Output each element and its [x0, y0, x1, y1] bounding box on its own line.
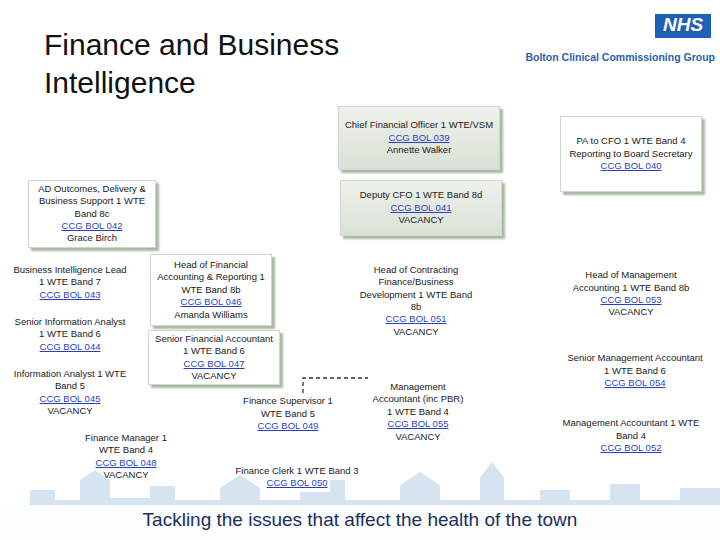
post-code: CCG BOL 049 — [258, 420, 319, 432]
role-box: Finance Manager 1 WTE Band 4CCG BOL 048V… — [74, 430, 178, 483]
dotted-reporting-line — [303, 378, 368, 393]
role-box: Senior Management Accountant 1 WTE Band … — [560, 350, 710, 392]
role-title: Management Accountant 1 WTE Band 4 — [562, 417, 700, 442]
nhs-logo-box — [655, 14, 711, 38]
post-holder: VACANCY — [191, 370, 236, 382]
post-code: CCG BOL 040 — [601, 160, 662, 172]
post-holder: VACANCY — [47, 405, 92, 417]
post-code: CCG BOL 045 — [40, 393, 101, 405]
role-box: Chief Financial Officer 1 WTE/VSMCCG BOL… — [338, 106, 500, 170]
post-holder: Grace Birch — [67, 232, 117, 244]
post-code: CCG BOL 047 — [184, 358, 245, 370]
footer-band — [0, 505, 720, 540]
role-title: Senior Management Accountant 1 WTE Band … — [564, 352, 706, 377]
role-title: Chief Financial Officer 1 WTE/VSM — [345, 119, 493, 131]
post-holder: VACANCY — [395, 431, 440, 443]
role-title: Finance Clerk 1 WTE Band 3 — [235, 465, 358, 477]
role-title: Business Intelligence Lead 1 WTE Band 7 — [12, 264, 128, 289]
role-title: Head of Financial Accounting & Reporting… — [155, 259, 267, 296]
role-box: Finance Clerk 1 WTE Band 3CCG BOL 050 — [222, 462, 372, 492]
post-code: CCG BOL 043 — [40, 289, 101, 301]
post-code: CCG BOL 054 — [605, 377, 666, 389]
post-holder: VACANCY — [393, 326, 438, 338]
role-title: Deputy CFO 1 WTE Band 8d — [360, 189, 483, 201]
post-holder: VACANCY — [103, 469, 148, 481]
role-title: Management Accountant (inc PBR) 1 WTE Ba… — [372, 381, 464, 418]
post-code: CCG BOL 041 — [391, 202, 452, 214]
role-title: Senior Financial Accountant 1 WTE Band 6 — [153, 333, 275, 358]
post-code: CCG BOL 046 — [181, 296, 242, 308]
role-title: PA to CFO 1 WTE Band 4 Reporting to Boar… — [565, 135, 697, 160]
role-title: Senior Information Analyst 1 WTE Band 6 — [12, 316, 128, 341]
role-box: Deputy CFO 1 WTE Band 8dCCG BOL 041VACAN… — [340, 180, 502, 236]
role-box: Management Accountant 1 WTE Band 4CCG BO… — [558, 414, 704, 458]
role-box: Head of Management Accounting 1 WTE Band… — [558, 262, 704, 326]
strapline: Tackling the issues that affect the heal… — [0, 509, 720, 531]
post-code: CCG BOL 051 — [386, 313, 447, 325]
role-title: Finance Supervisor 1 WTE Band 5 — [240, 395, 336, 420]
role-title: Head of Contracting Finance/Business Dev… — [359, 264, 473, 313]
post-code: CCG BOL 039 — [389, 132, 450, 144]
role-box: Senior Information Analyst 1 WTE Band 6C… — [8, 314, 132, 355]
post-holder: Amanda Williams — [174, 309, 247, 321]
post-code: CCG BOL 042 — [62, 220, 123, 232]
role-title: Head of Management Accounting 1 WTE Band… — [562, 269, 700, 294]
role-box: PA to CFO 1 WTE Band 4 Reporting to Boar… — [560, 116, 702, 192]
role-title: AD Outcomes, Delivery & Business Support… — [33, 183, 151, 220]
logo-text: NHS — [655, 14, 711, 36]
page-title: Finance and Business Intelligence — [44, 26, 374, 101]
role-box: Business Intelligence Lead 1 WTE Band 7C… — [8, 262, 132, 303]
skyline — [0, 462, 720, 540]
post-code: CCG BOL 050 — [267, 477, 328, 489]
post-code: CCG BOL 055 — [388, 418, 449, 430]
post-code: CCG BOL 053 — [601, 294, 662, 306]
role-box: Senior Financial Accountant 1 WTE Band 6… — [148, 330, 280, 385]
post-code: CCG BOL 048 — [96, 457, 157, 469]
role-title: Information Analyst 1 WTE Band 5 — [12, 368, 128, 393]
role-title: Finance Manager 1 WTE Band 4 — [78, 432, 174, 457]
post-holder: VACANCY — [398, 214, 443, 226]
role-box: Information Analyst 1 WTE Band 5CCG BOL … — [8, 366, 132, 419]
role-box: Management Accountant (inc PBR) 1 WTE Ba… — [368, 374, 468, 450]
role-box: Finance Supervisor 1 WTE Band 5CCG BOL 0… — [236, 393, 340, 435]
organisation-name: Bolton Clinical Commissioning Group — [520, 51, 715, 63]
post-holder: VACANCY — [608, 306, 653, 318]
post-holder: Annette Walker — [387, 144, 452, 156]
role-box: Head of Contracting Finance/Business Dev… — [355, 262, 477, 340]
role-box: AD Outcomes, Delivery & Business Support… — [28, 180, 156, 248]
role-box: Head of Financial Accounting & Reporting… — [150, 254, 272, 326]
post-code: CCG BOL 052 — [601, 442, 662, 454]
post-code: CCG BOL 044 — [40, 341, 101, 353]
